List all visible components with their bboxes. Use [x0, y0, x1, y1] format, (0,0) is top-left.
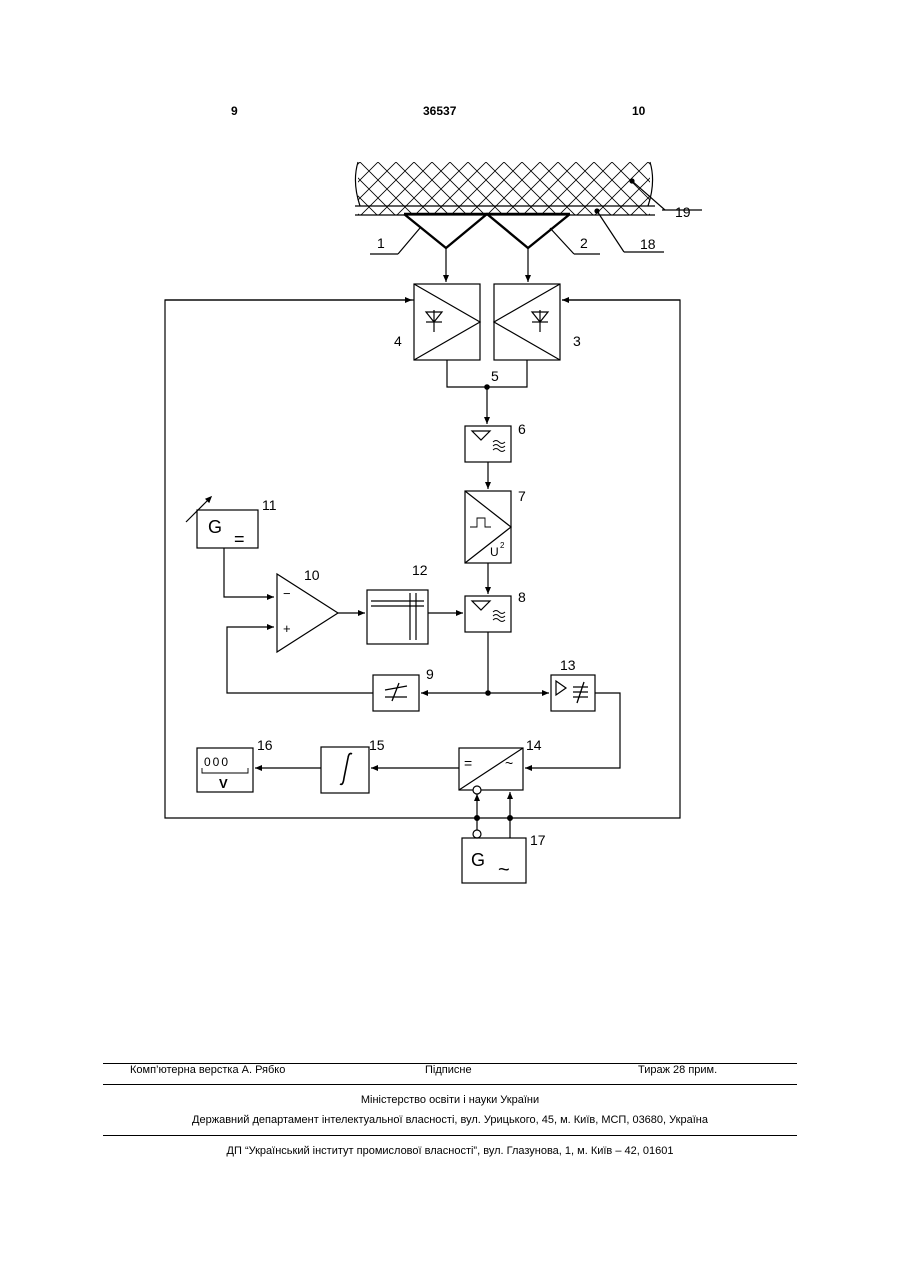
label-19: 19	[675, 204, 691, 220]
plus-sign: +	[283, 621, 291, 636]
label-13: 13	[560, 657, 576, 673]
label-17: 17	[530, 832, 546, 848]
electrodes	[404, 214, 570, 248]
meter-unit: V	[219, 776, 228, 791]
block-4	[414, 284, 480, 360]
label-2: 2	[580, 235, 588, 251]
g-dc-symbol: G	[208, 517, 222, 537]
label-3: 3	[573, 333, 581, 349]
footer-typesetter: Комп’ютерна верстка А. Рябко	[130, 1064, 285, 1076]
label-12: 12	[412, 562, 428, 578]
u2-symbol: U	[490, 545, 499, 559]
block-12	[367, 590, 428, 644]
label-11: 11	[262, 497, 277, 513]
label-18: 18	[640, 236, 656, 252]
label-14: 14	[526, 737, 542, 753]
block-9	[373, 675, 419, 711]
label-16: 16	[257, 737, 273, 753]
block-15	[321, 747, 369, 793]
u2-exponent: 2	[500, 541, 505, 550]
footer-department: Державний департамент інтелектуальної вл…	[103, 1114, 797, 1126]
dc-symbol: =	[234, 529, 245, 549]
g-ac-symbol: G	[471, 850, 485, 870]
footer-circulation: Тираж 28 прим.	[638, 1064, 717, 1076]
label-8: 8	[518, 589, 526, 605]
footer-rule-bottom	[103, 1135, 797, 1136]
footer-rule-middle	[103, 1084, 797, 1085]
converter-ac-symbol: ~	[505, 755, 513, 771]
footer-signed: Підписне	[425, 1064, 472, 1076]
label-1: 1	[377, 235, 385, 251]
block-3	[494, 284, 560, 360]
meter-digits: 000	[204, 755, 230, 769]
ac-symbol: ~	[498, 859, 510, 881]
block-6	[465, 426, 511, 462]
label-5: 5	[491, 368, 499, 384]
label-7: 7	[518, 488, 526, 504]
footer-ministry: Міністерство освіти і науки України	[103, 1094, 797, 1106]
block-13	[551, 675, 595, 711]
minus-sign: −	[283, 586, 291, 601]
footer-institute: ДП “Український інститут промислової вла…	[103, 1145, 797, 1157]
block-8	[465, 596, 511, 632]
label-9: 9	[426, 666, 434, 682]
label-10: 10	[304, 567, 320, 583]
label-4: 4	[394, 333, 402, 349]
label-15: 15	[369, 737, 385, 753]
converter-dc-symbol: =	[464, 755, 472, 771]
block-7	[465, 491, 511, 563]
label-6: 6	[518, 421, 526, 437]
